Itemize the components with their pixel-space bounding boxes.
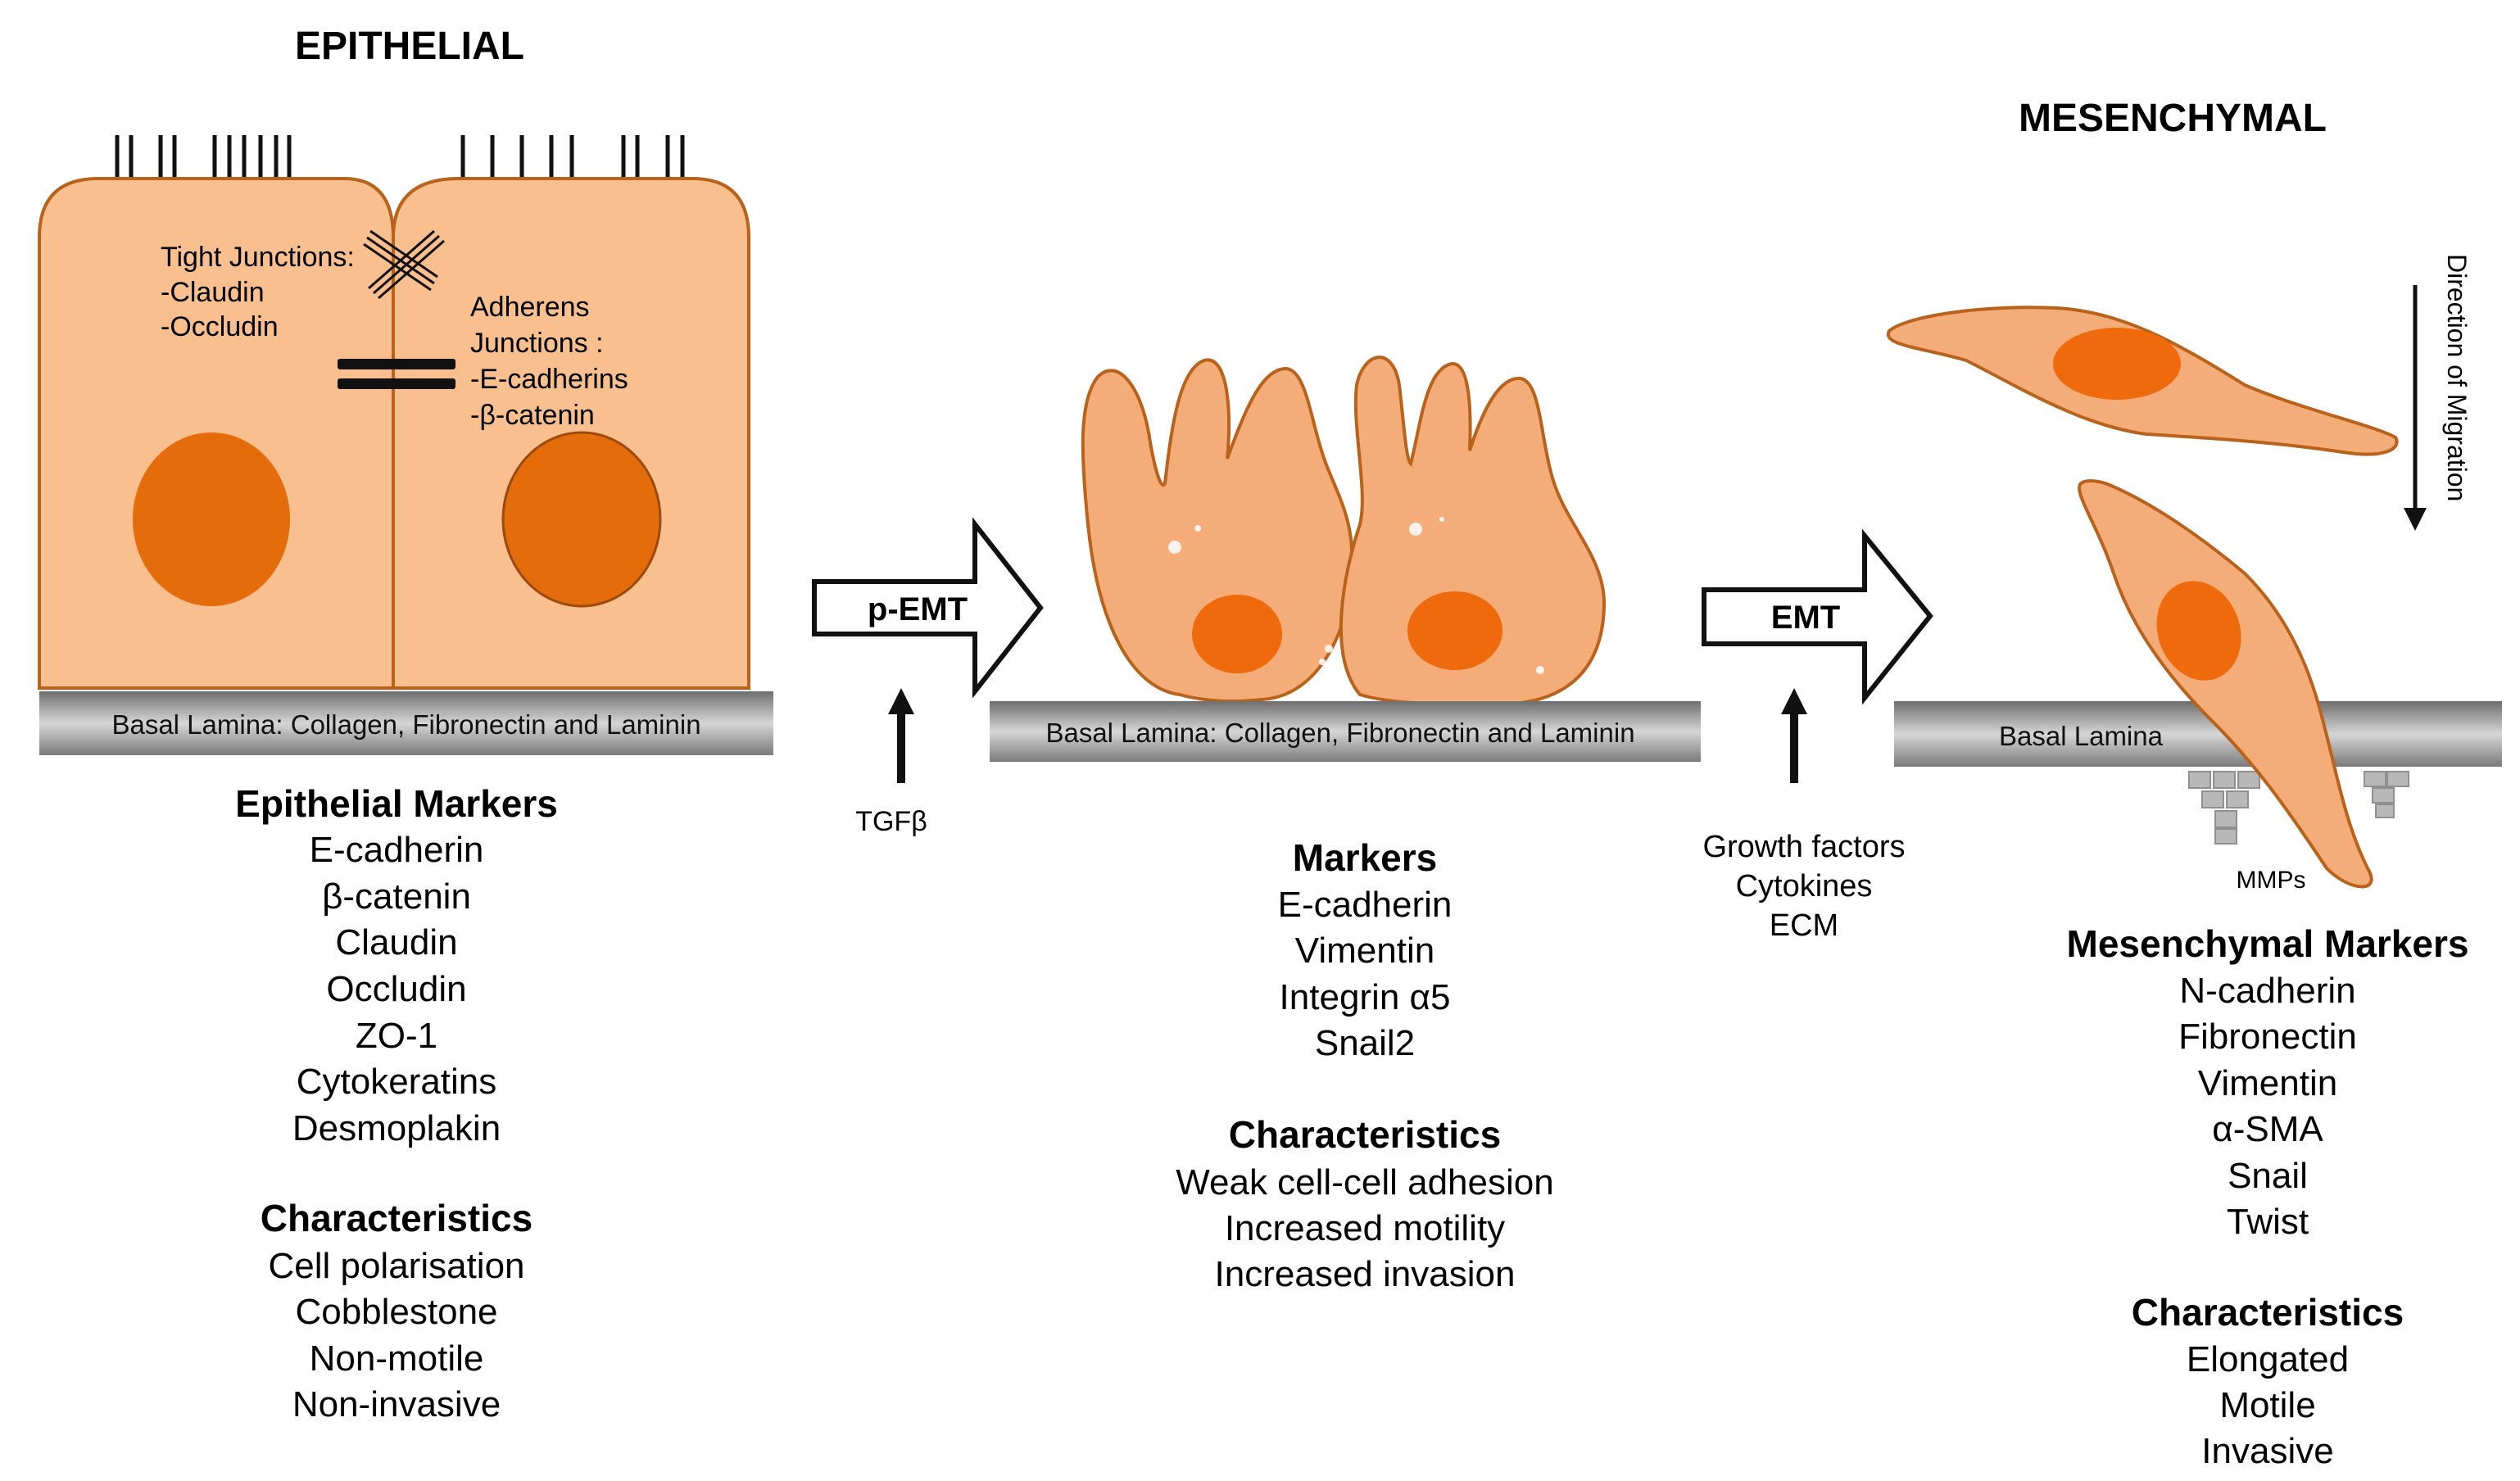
basal-lamina-mesenchymal (1894, 701, 2502, 767)
pemt-arrow-label: p-EMT (868, 591, 968, 627)
basal-lamina-mesenchymal-label: Basal Lamina (1999, 721, 2164, 751)
tight-junction-icon (363, 229, 445, 300)
svg-text:Adherens: Adherens (470, 292, 590, 323)
adherens-junction-label: Adherens Junctions : -E-cadherins -β-cat… (470, 292, 628, 431)
nucleus-right (501, 431, 662, 608)
svg-text:Cytokines: Cytokines (1736, 869, 1873, 904)
basal-lamina-epithelial (39, 691, 773, 755)
epithelial-markers: Epithelial Markers E-cadherin β-catenin … (235, 782, 558, 1148)
pemt-cell-right (1339, 356, 1607, 707)
mesenchymal-characteristics-header: Characteristics (2132, 1291, 2404, 1334)
pemt-arrow (812, 517, 1044, 699)
mesenchymal-nucleus-bottom (2156, 581, 2241, 681)
svg-text:Vimentin: Vimentin (2198, 1063, 2337, 1103)
svg-text:Weak cell-cell adhesion: Weak cell-cell adhesion (1176, 1162, 1553, 1202)
tgfb-up-arrow (888, 688, 914, 783)
svg-text:Junctions :: Junctions : (470, 328, 604, 359)
epithelial-characteristics: Characteristics Cell polarisation Cobble… (261, 1197, 533, 1424)
svg-text:Invasive: Invasive (2201, 1431, 2333, 1471)
mesenchymal-nucleus-top (2053, 328, 2181, 400)
emt-arrow (1702, 528, 1933, 705)
svg-text:ECM: ECM (1770, 908, 1838, 943)
adherens-junction-icon (338, 359, 456, 389)
emt-arrow-label: EMT (1771, 600, 1840, 636)
tgfb-label: TGFβ (855, 806, 927, 837)
mesenchymal-markers-header: Mesenchymal Markers (2067, 922, 2469, 965)
migration-direction-label: Direction of Migration (2442, 254, 2472, 501)
svg-text:Claudin: Claudin (335, 922, 457, 962)
svg-text:Vimentin: Vimentin (1295, 931, 1434, 971)
svg-text:E-cadherin: E-cadherin (1278, 885, 1453, 925)
svg-text:-β-catenin: -β-catenin (470, 400, 595, 431)
svg-text:Non-invasive: Non-invasive (292, 1384, 501, 1424)
microvilli (115, 135, 685, 179)
svg-text:Growth factors: Growth factors (1702, 830, 1905, 864)
svg-text:Motile: Motile (2219, 1385, 2315, 1425)
pemt-nucleus-right (1407, 591, 1502, 670)
svg-text:E-cadherin: E-cadherin (310, 830, 484, 870)
svg-text:Elongated: Elongated (2187, 1339, 2349, 1379)
svg-text:Occludin: Occludin (326, 969, 466, 1009)
epithelial-title: EPITHELIAL (295, 25, 524, 68)
mmps-label: MMPs (2237, 867, 2306, 894)
epithelial-characteristics-header: Characteristics (261, 1197, 533, 1239)
svg-text:Fibronectin: Fibronectin (2178, 1017, 2357, 1057)
svg-text:β-catenin: β-catenin (322, 876, 471, 917)
svg-text:-Claudin: -Claudin (161, 277, 265, 308)
svg-text:Increased motility: Increased motility (1225, 1208, 1505, 1248)
mmps-icon (2188, 771, 2409, 845)
svg-text:Cell polarisation: Cell polarisation (268, 1246, 524, 1286)
svg-text:-E-cadherins: -E-cadherins (470, 364, 628, 395)
svg-text:N-cadherin: N-cadherin (2179, 971, 2355, 1011)
svg-text:Tight Junctions:: Tight Junctions: (161, 242, 355, 273)
mesenchymal-characteristics: Characteristics Elongated Motile Invasiv… (2132, 1291, 2404, 1471)
svg-text:Cytokeratins: Cytokeratins (297, 1062, 497, 1102)
basal-lamina-pemt (990, 701, 1701, 762)
pemt-nucleus-left (1192, 595, 1282, 673)
svg-text:-Occludin: -Occludin (161, 311, 279, 342)
emt-triggers: Growth factors Cytokines ECM (1702, 830, 1905, 943)
pemt-characteristics-header: Characteristics (1229, 1113, 1501, 1156)
svg-text:Non-motile: Non-motile (310, 1338, 484, 1379)
svg-text:Increased invasion: Increased invasion (1215, 1254, 1516, 1294)
svg-text:Desmoplakin: Desmoplakin (292, 1108, 501, 1148)
mesenchymal-markers: Mesenchymal Markers N-cadherin Fibronect… (2067, 922, 2469, 1242)
svg-text:Snail2: Snail2 (1315, 1023, 1415, 1063)
svg-text:Snail: Snail (2228, 1156, 2308, 1196)
svg-text:ZO-1: ZO-1 (356, 1016, 437, 1056)
pemt-characteristics: Characteristics Weak cell-cell adhesion … (1176, 1113, 1553, 1294)
epithelial-markers-header: Epithelial Markers (235, 782, 558, 825)
mesenchymal-title: MESENCHYMAL (2019, 97, 2327, 140)
svg-text:Cobblestone: Cobblestone (295, 1292, 497, 1332)
basal-lamina-pemt-label: Basal Lamina: Collagen, Fibronectin and … (1045, 718, 1634, 748)
mesenchymal-cell-bottom (2078, 479, 2373, 889)
pemt-markers: Markers E-cadherin Vimentin Integrin α5 … (1278, 836, 1453, 1063)
pemt-markers-header: Markers (1293, 836, 1437, 879)
tight-junction-label: Tight Junctions: -Claudin -Occludin (161, 242, 355, 342)
emt-up-arrow (1781, 688, 1807, 783)
basal-lamina-epithelial-label: Basal Lamina: Collagen, Fibronectin and … (111, 709, 700, 740)
pemt-vesicles (1168, 517, 1544, 674)
svg-text:Twist: Twist (2227, 1202, 2309, 1242)
svg-text:Integrin α5: Integrin α5 (1280, 977, 1451, 1017)
nucleus-left (133, 433, 290, 606)
svg-text:α-SMA: α-SMA (2212, 1109, 2323, 1149)
migration-direction-arrow (2404, 285, 2427, 531)
